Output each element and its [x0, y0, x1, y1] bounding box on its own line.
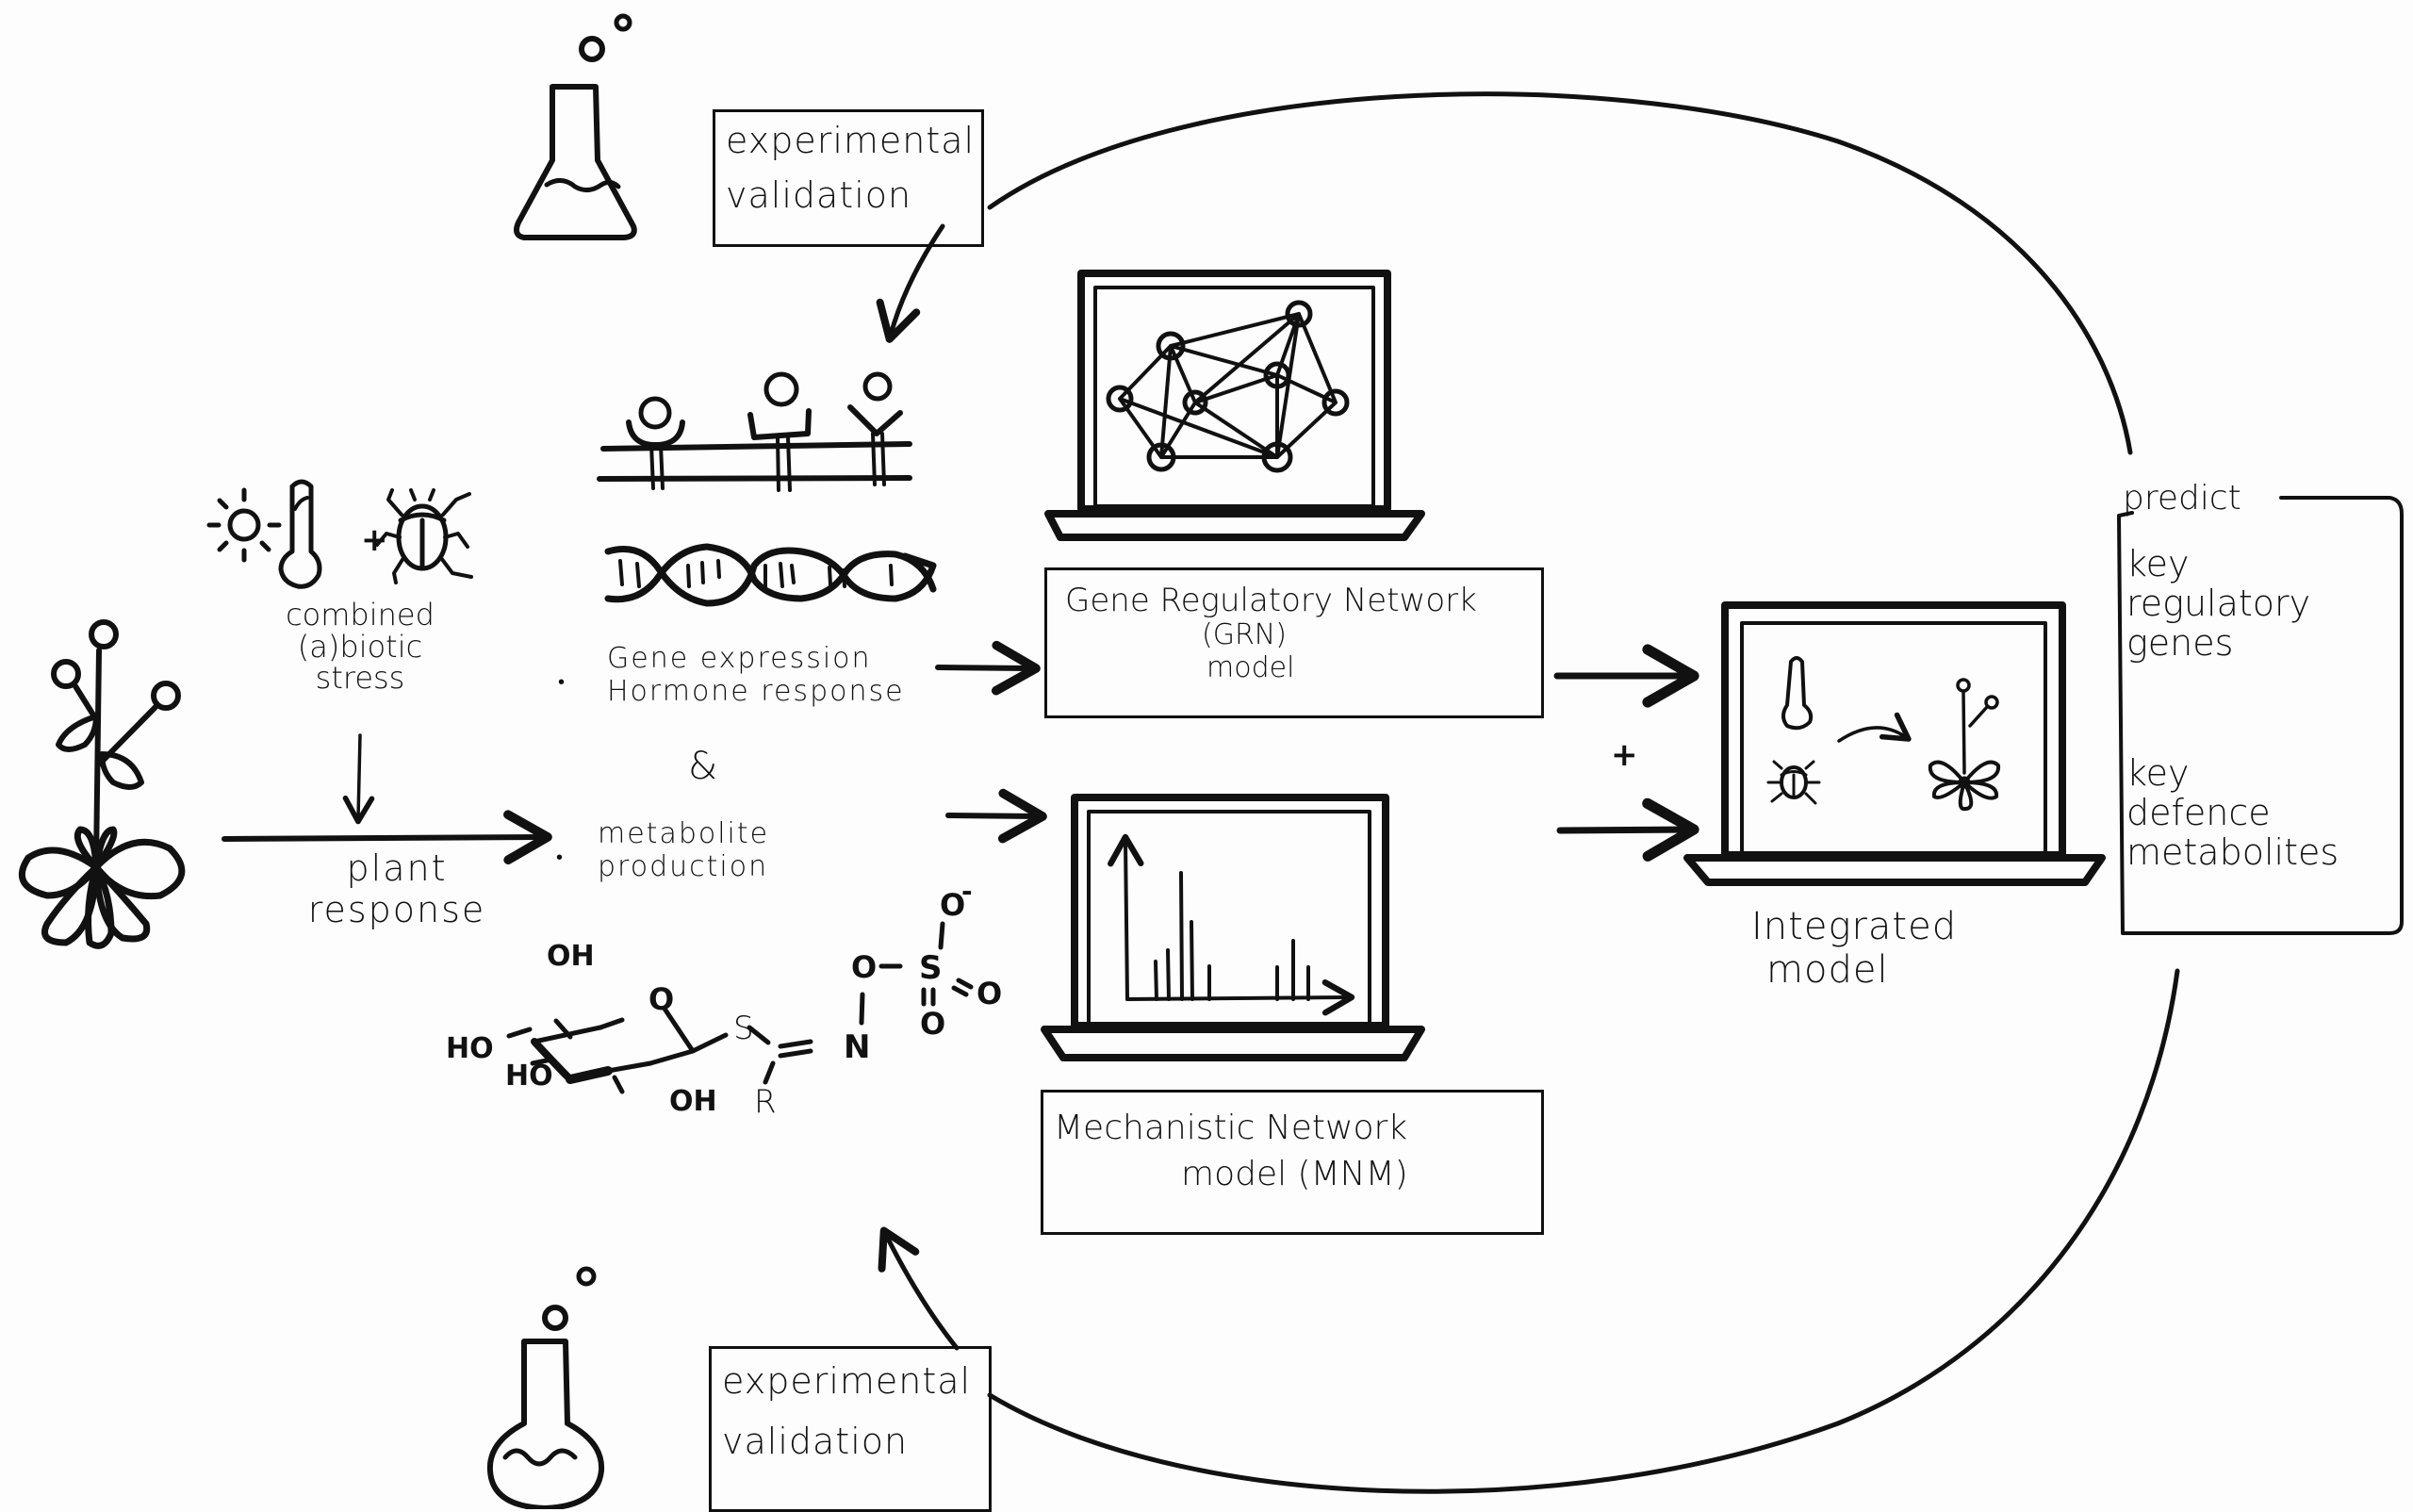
- hormone-response-text: Hormone response: [607, 674, 905, 708]
- bullet-icon: •: [558, 670, 567, 693]
- validation-bottom-label: experimental validation: [722, 1360, 972, 1462]
- validation-bottom-line-1: experimental: [722, 1360, 972, 1402]
- atom-oh-top: OH: [547, 940, 595, 973]
- predict-box-border: [2117, 496, 2404, 935]
- sun-icon: [206, 487, 282, 563]
- plant-response-label: plant response: [298, 847, 496, 930]
- arabidopsis-plant-icon: [18, 619, 186, 949]
- atom-o-double-down: O: [920, 1006, 946, 1042]
- grn-model-label: Gene Regulatory Network (GRN) model: [1065, 582, 1477, 684]
- charge-minus: -: [961, 876, 973, 907]
- plant-icon: [1928, 678, 2001, 812]
- atom-ho-left: HO: [446, 1032, 494, 1065]
- gene-expression-to-grn-arrow: [935, 640, 1041, 696]
- stress-to-response-arrow: [342, 733, 375, 825]
- metabolite-text: metabolite: [598, 817, 770, 850]
- predict-group-metabolites: key defence metabolites: [2126, 752, 2339, 873]
- thermometer-icon: [278, 479, 322, 589]
- validation-top-line-1: experimental: [726, 120, 976, 161]
- validation-top-box: [713, 109, 984, 247]
- stress-line-1: combined: [286, 597, 435, 633]
- integrated-model-laptop-icon: [1683, 601, 2106, 886]
- network-graph-icon: [1106, 300, 1350, 473]
- dna-helix-icon: [604, 543, 937, 607]
- predict-genes-line-2: regulatory: [2126, 582, 2311, 624]
- integration-plus-operator: +: [1611, 736, 1638, 774]
- atom-r: R: [754, 1083, 777, 1121]
- bullet-icon: •: [556, 846, 566, 868]
- round-bottom-flask-icon: [486, 1266, 605, 1509]
- plant-response-line-2: response: [307, 888, 486, 930]
- mnm-line-1: Mechanistic Network: [1054, 1109, 1408, 1147]
- feedback-loop-arc-bottom: [987, 968, 2180, 1494]
- atom-oh-bottom: OH: [669, 1085, 717, 1118]
- integrated-line-1: Integrated: [1751, 905, 1958, 948]
- plant-response-line-1: plant: [346, 847, 448, 889]
- membrane-receptors-icon: [597, 371, 912, 492]
- validation-top-label: experimental validation: [726, 120, 976, 216]
- stress-line-2: (a)biotic: [297, 628, 423, 665]
- mnm-line-2: model (MNM): [1181, 1155, 1408, 1194]
- predict-metabolites-line-2: defence: [2126, 791, 2271, 833]
- atom-o-double-right: O: [977, 976, 1003, 1011]
- mnm-laptop-icon: [1041, 794, 1425, 1061]
- mnm-model-label: Mechanistic Network model (MNM): [1054, 1109, 1408, 1194]
- erlenmeyer-flask-icon: [514, 13, 637, 240]
- atom-s-sulfate: S: [919, 949, 943, 987]
- beetle-icon: [1766, 760, 1821, 805]
- thermometer-icon: [1781, 656, 1814, 731]
- predict-group-genes: key regulatory genes: [2126, 543, 2311, 664]
- gene-expression-text: Gene expression: [607, 642, 872, 675]
- production-text: production: [598, 849, 769, 883]
- stress-label: combined (a)biotic stress: [266, 597, 454, 697]
- grn-line-2: (GRN): [1202, 618, 1287, 652]
- atom-o-link: O: [851, 949, 878, 985]
- validation-top-arrow: [876, 223, 945, 343]
- omics-conjunction: &: [688, 745, 718, 788]
- integrated-model-label: Integrated model: [1751, 905, 1957, 992]
- validation-bottom-arrow: [878, 1226, 960, 1351]
- predict-metabolites-line-3: metabolites: [2126, 830, 2339, 873]
- glucosinolate-molecule: [506, 921, 974, 1094]
- atom-ho-lower: HO: [505, 1060, 553, 1093]
- predict-genes-line-1: key: [2126, 543, 2190, 584]
- atom-ring-o: O: [648, 981, 675, 1017]
- grn-laptop-icon: [1044, 270, 1425, 541]
- grn-line-1: Gene Regulatory Network: [1065, 582, 1477, 619]
- grn-line-3: model: [1206, 650, 1295, 684]
- integrated-line-2: model: [1766, 948, 1889, 992]
- mass-spectrum-chart-icon: [1108, 833, 1355, 1016]
- beetle-icon: [375, 488, 473, 584]
- stress-line-3: stress: [315, 660, 405, 697]
- predict-genes-line-3: genes: [2126, 621, 2234, 664]
- grn-model-box: [1044, 567, 1544, 718]
- atom-o-minus: O: [940, 887, 966, 923]
- predict-metabolites-line-1: key: [2126, 752, 2190, 794]
- validation-bottom-line-2: validation: [722, 1420, 909, 1462]
- atom-n: N: [844, 1028, 871, 1066]
- predict-heading: predict: [2123, 479, 2241, 518]
- feedback-loop-arc-top: [987, 91, 2133, 455]
- atom-s-thio: S: [733, 1010, 754, 1047]
- mnm-model-box: [1041, 1090, 1544, 1235]
- stress-plus-operator: +: [361, 521, 388, 559]
- validation-top-line-2: validation: [726, 173, 912, 216]
- omics-item-gene-hormone: • Gene expression Hormone response: [558, 642, 905, 708]
- plant-response-arrow: [222, 810, 552, 865]
- metabolite-to-mnm-arrow: [945, 788, 1047, 844]
- omics-item-metabolite: • metabolite production: [556, 817, 770, 883]
